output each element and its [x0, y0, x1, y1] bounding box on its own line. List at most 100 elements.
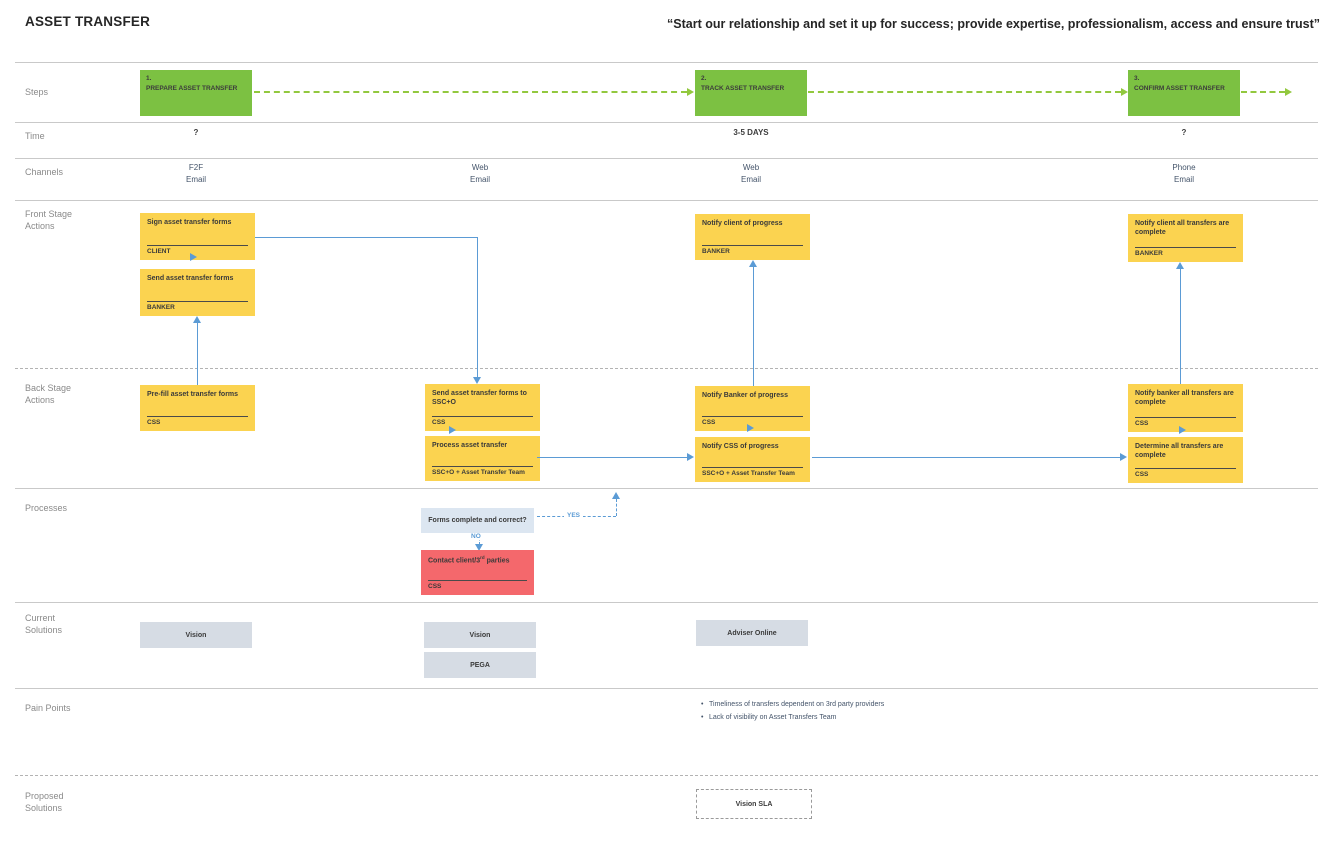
connector-prefill-to-send	[197, 323, 198, 385]
row-label-steps: Steps	[25, 87, 49, 97]
row-divider	[15, 200, 1318, 201]
step-flow-arrowhead	[1121, 88, 1128, 96]
action-title: Send asset transfer forms	[147, 275, 234, 282]
action-title: Sign asset transfer forms	[147, 219, 232, 226]
action-title: Notify Banker of progress	[702, 392, 788, 399]
action-role: CSS	[428, 583, 442, 591]
arrowhead-into-notify-client-complete	[1176, 262, 1184, 269]
solution-box-vision-1: Vision	[140, 622, 252, 648]
card-divider	[147, 244, 248, 246]
arrowhead-determine-to-notify-banker	[1179, 426, 1186, 434]
step-number: 3.	[1134, 75, 1140, 82]
arrowhead-send-to-sign	[190, 253, 197, 261]
solution-label: PEGA	[470, 661, 490, 669]
connector-sign-to-ssco	[477, 237, 478, 377]
row-divider	[15, 62, 1318, 63]
arrowhead-into-send-ssco	[473, 377, 481, 384]
arrowhead-into-send-forms	[193, 316, 201, 323]
row-label-front-stage: Front Stage Actions	[25, 209, 73, 232]
step-flow-arrowhead	[1285, 88, 1292, 96]
action-role: CSS	[1135, 420, 1149, 428]
action-role: CSS	[1135, 471, 1149, 479]
arrowhead-into-notify-client	[749, 260, 757, 267]
vision-quote: “Start our relationship and set it up fo…	[667, 17, 1320, 31]
action-title: Pre-fill asset transfer forms	[147, 391, 239, 398]
action-card-notify-client-complete: Notify client all transfers are complete…	[1128, 214, 1243, 262]
connector-banker-to-client	[753, 267, 754, 386]
proposed-solution-label: Vision SLA	[735, 800, 773, 808]
action-title: Determine all transfers are complete	[1135, 443, 1224, 460]
action-title: Notify client all transfers are complete	[1135, 220, 1230, 237]
action-role: CLIENT	[147, 248, 171, 256]
action-role: BANKER	[702, 248, 730, 256]
pain-points-list: Timeliness of transfers dependent on 3rd…	[700, 700, 895, 725]
time-value: ?	[193, 128, 199, 137]
action-card-send-forms-ssco: Send asset transfer forms to SSC+O CSS	[425, 384, 540, 431]
card-divider	[432, 415, 533, 417]
front-back-stage-divider	[15, 368, 1318, 369]
no-label: NO	[468, 533, 484, 540]
action-role: BANKER	[147, 304, 175, 312]
arrowhead-into-notify-css	[687, 453, 694, 461]
channel-value: F2F Email	[185, 163, 206, 184]
channel-value: Phone Email	[1172, 163, 1196, 184]
yes-label: YES	[564, 512, 584, 519]
step-flow-line	[254, 91, 687, 93]
decision-box-forms-complete: Forms complete and correct?	[421, 508, 534, 533]
card-divider	[428, 579, 527, 581]
step-box-track: 2. TRACK ASSET TRANSFER	[695, 70, 807, 116]
connector-sign-to-ssco	[255, 237, 477, 238]
action-title: Notify CSS of progress	[702, 443, 779, 450]
pain-point-item: Lack of visibility on Asset Transfers Te…	[700, 713, 895, 724]
action-role: CSS	[147, 419, 161, 427]
action-role: BANKER	[1135, 250, 1163, 258]
time-value: ?	[1181, 128, 1187, 137]
channel-value: Web Email	[740, 163, 761, 184]
action-card-notify-banker-complete: Notify banker all transfers are complete…	[1128, 384, 1243, 432]
alert-card-contact-client: Contact client/3rd parties CSS	[421, 550, 534, 595]
decision-text: Forms complete and correct?	[428, 517, 527, 524]
solution-box-vision-2: Vision	[424, 622, 536, 648]
pain-point-item: Timeliness of transfers dependent on 3rd…	[700, 700, 895, 711]
arrowhead-notify-css-to-banker	[747, 424, 754, 432]
card-divider	[147, 415, 248, 417]
card-divider	[702, 466, 803, 468]
action-title: Process asset transfer	[432, 442, 508, 449]
step-box-confirm: 3. CONFIRM ASSET TRANSFER	[1128, 70, 1240, 116]
card-divider	[432, 465, 533, 467]
row-label-time: Time	[25, 131, 45, 141]
action-title: Contact client/3rd parties	[428, 555, 510, 565]
row-divider	[15, 602, 1318, 603]
solution-label: Vision	[469, 631, 491, 639]
solution-label: Vision	[185, 631, 207, 639]
step-flow-arrowhead	[687, 88, 694, 96]
action-card-prefill-forms: Pre-fill asset transfer forms CSS	[140, 385, 255, 431]
row-divider	[15, 488, 1318, 489]
step-label: CONFIRM ASSET TRANSFER	[1134, 84, 1225, 92]
card-divider	[702, 415, 803, 417]
connector-notify-css-to-determine	[812, 457, 1120, 458]
row-label-back-stage: Back Stage Actions	[25, 383, 72, 406]
action-card-notify-css-progress: Notify CSS of progress SSC+O + Asset Tra…	[695, 437, 810, 482]
channel-value: Web Email	[469, 163, 490, 184]
card-divider	[1135, 416, 1236, 418]
action-card-determine-complete: Determine all transfers are complete CSS	[1128, 437, 1243, 483]
step-label: TRACK ASSET TRANSFER	[701, 84, 785, 92]
action-title: Send asset transfer forms to SSC+O	[432, 390, 527, 407]
action-title: Notify banker all transfers are complete	[1135, 390, 1234, 407]
connector-yes-up	[616, 499, 617, 516]
solution-box-adviser-online: Adviser Online	[696, 620, 808, 646]
row-divider	[15, 158, 1318, 159]
action-card-notify-banker-progress: Notify Banker of progress CSS	[695, 386, 810, 431]
card-divider	[1135, 246, 1236, 248]
action-card-send-forms: Send asset transfer forms BANKER	[140, 269, 255, 316]
action-card-sign-forms: Sign asset transfer forms CLIENT	[140, 213, 255, 260]
proposed-divider	[15, 775, 1318, 776]
row-label-proposed-solutions: Proposed Solutions	[25, 791, 64, 814]
step-flow-line	[1241, 91, 1285, 93]
card-divider	[147, 300, 248, 302]
step-box-prepare: 1. PREPARE ASSET TRANSFER	[140, 70, 252, 116]
step-flow-line	[808, 91, 1121, 93]
card-divider	[1135, 467, 1236, 469]
